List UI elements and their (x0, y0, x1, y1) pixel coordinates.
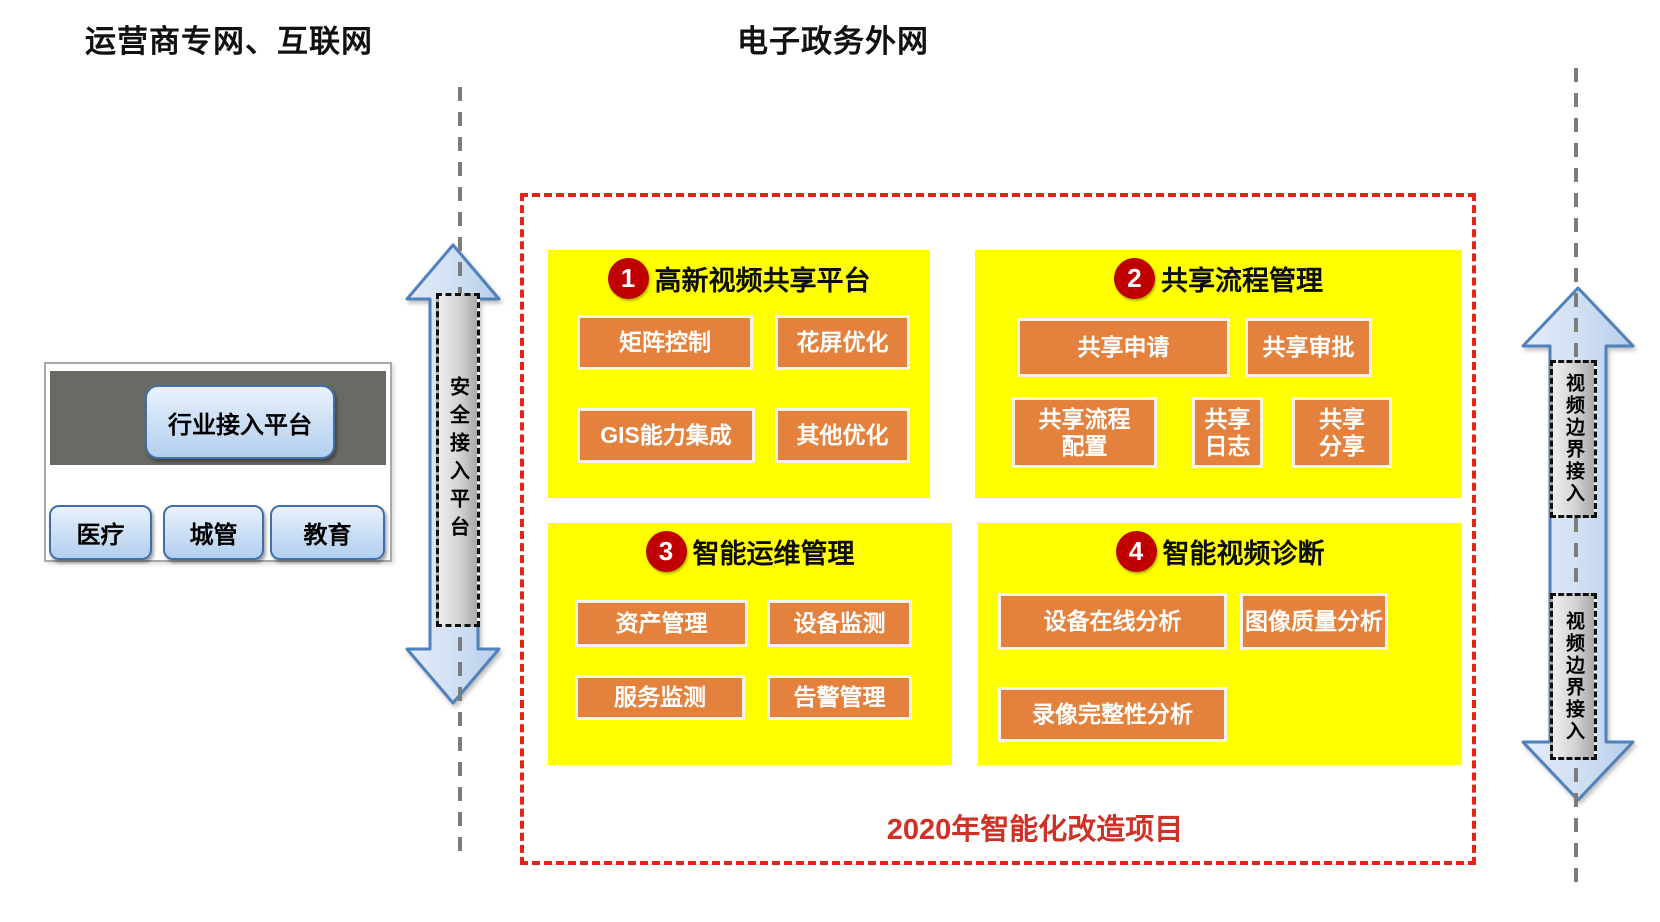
industry-button-medical[interactable]: 医疗 (49, 505, 152, 560)
feature-button-asset-management[interactable]: 资产管理 (575, 600, 748, 647)
zone-title-operator-network: 运营商专网、互联网 (85, 24, 373, 59)
video-boundary-access-label-top: 视频边界接入 (1550, 360, 1597, 518)
project-2020-caption: 2020年智能化改造项目 (886, 814, 1184, 846)
industry-button-education[interactable]: 教育 (270, 505, 385, 560)
feature-button-gis-integration[interactable]: GIS能力集成 (577, 408, 755, 463)
feature-button-device-monitoring[interactable]: 设备监测 (767, 600, 912, 647)
feature-button-alarm-management[interactable]: 告警管理 (767, 675, 912, 720)
feature-button-matrix-control[interactable]: 矩阵控制 (577, 315, 753, 370)
module-number-badge: 3 (645, 531, 687, 572)
project-2020-frame (520, 193, 1476, 865)
feature-button-device-online-analysis[interactable]: 设备在线分析 (998, 593, 1227, 650)
module-panel-video-diagnosis: 4 智能视频诊断 设备在线分析 图像质量分析 录像完整性分析 (978, 523, 1462, 765)
module-title: 共享流程管理 (1161, 266, 1323, 296)
feature-button-service-monitoring[interactable]: 服务监测 (575, 675, 745, 720)
module-number-badge: 4 (1115, 531, 1157, 572)
feature-button-share-distribution[interactable]: 共享 分享 (1292, 397, 1392, 468)
module-header: 3 智能运维管理 (548, 531, 952, 572)
feature-button-share-log[interactable]: 共享 日志 (1192, 397, 1263, 468)
feature-button-share-request[interactable]: 共享申请 (1017, 318, 1230, 377)
industry-button-city-management[interactable]: 城管 (163, 505, 264, 560)
feature-button-share-workflow-config[interactable]: 共享流程 配置 (1012, 397, 1157, 468)
industry-access-platform-button[interactable]: 行业接入平台 (145, 385, 335, 459)
module-title: 智能视频诊断 (1162, 539, 1325, 569)
module-header: 1 高新视频共享平台 (548, 258, 930, 299)
module-header: 4 智能视频诊断 (978, 531, 1462, 572)
module-title: 智能运维管理 (692, 539, 855, 569)
feature-button-other-optimization[interactable]: 其他优化 (775, 408, 910, 463)
feature-button-recording-integrity-analysis[interactable]: 录像完整性分析 (998, 687, 1227, 742)
module-number-badge: 1 (607, 258, 649, 299)
zone-title-egov-extranet: 电子政务外网 (737, 24, 929, 59)
module-panel-sharing-workflow: 2 共享流程管理 共享申请 共享审批 共享流程 配置 共享 日志 共享 分享 (975, 250, 1462, 498)
module-title: 高新视频共享平台 (654, 266, 871, 296)
feature-button-share-approval[interactable]: 共享审批 (1245, 318, 1372, 377)
feature-button-image-quality-analysis[interactable]: 图像质量分析 (1240, 593, 1388, 650)
module-panel-intelligent-ops: 3 智能运维管理 资产管理 设备监测 服务监测 告警管理 (548, 523, 952, 765)
feature-button-artifact-optimization[interactable]: 花屏优化 (775, 315, 910, 370)
module-panel-video-sharing: 1 高新视频共享平台 矩阵控制 花屏优化 GIS能力集成 其他优化 (548, 250, 930, 498)
module-number-badge: 2 (1114, 258, 1155, 299)
security-access-platform-label: 安全接入平台 (436, 293, 480, 627)
video-boundary-access-label-bottom: 视频边界接入 (1550, 593, 1597, 760)
module-header: 2 共享流程管理 (975, 258, 1462, 299)
industry-access-group: 行业接入平台 医疗 城管 教育 (44, 362, 392, 562)
